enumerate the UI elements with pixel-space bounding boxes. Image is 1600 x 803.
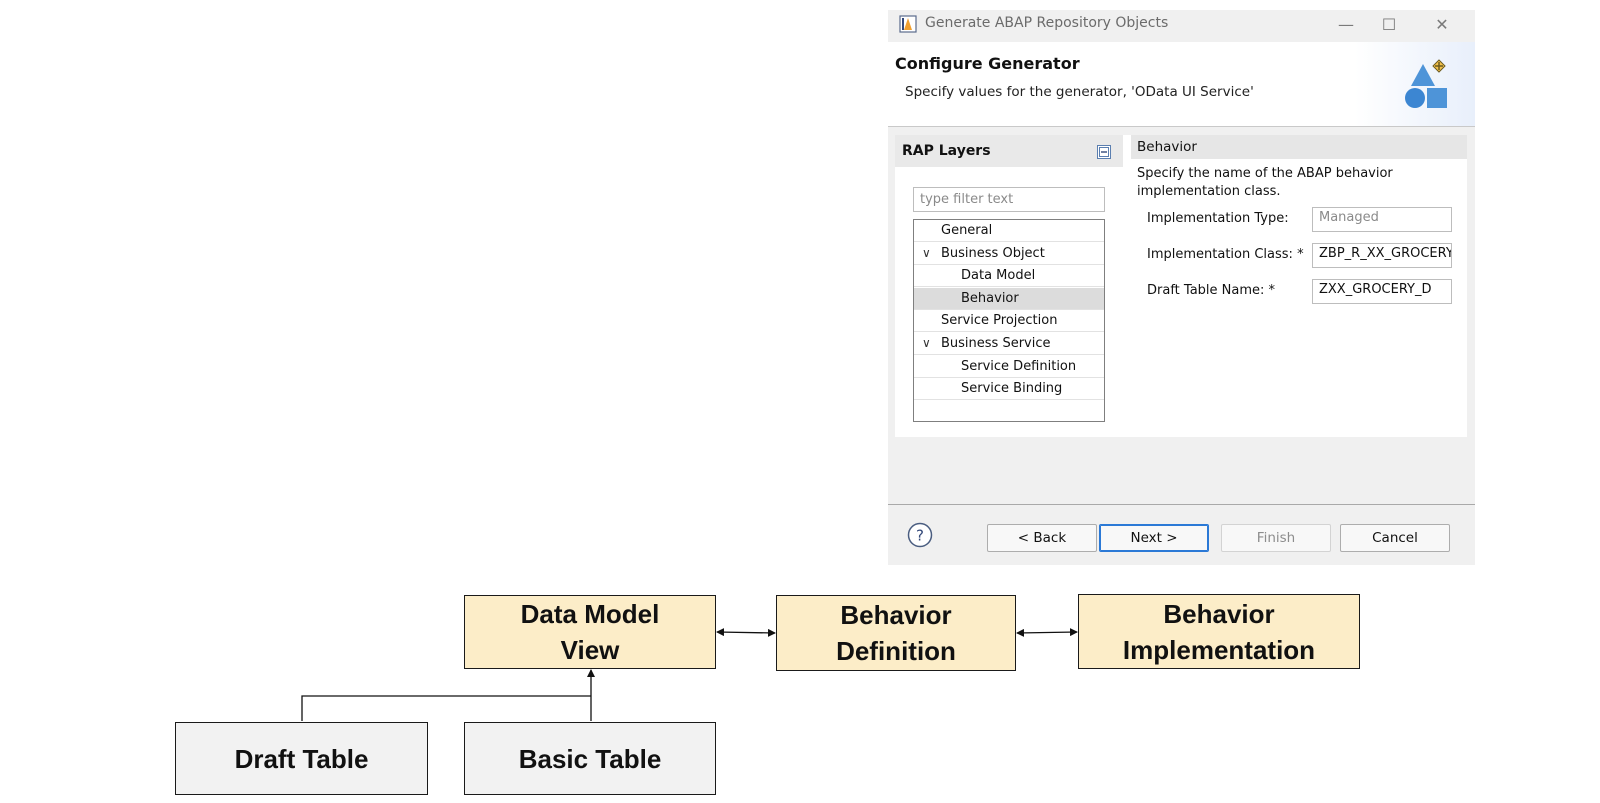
behavior-panel: Behavior Specify the name of the ABAP be… <box>1131 135 1467 437</box>
title-bar: Generate ABAP Repository Objects — ☐ ✕ <box>888 10 1475 42</box>
page-title: Configure Generator <box>895 54 1080 73</box>
behavior-definition-line2: Definition <box>836 636 956 666</box>
tree-item-business-service[interactable]: ∨ Business Service <box>914 333 1104 355</box>
tree-item-label: Data Model <box>961 268 1036 284</box>
implementation-type-label: Implementation Type: <box>1147 211 1289 226</box>
behavior-header: Behavior <box>1131 135 1467 159</box>
implementation-type-field: Managed <box>1312 207 1452 232</box>
close-button[interactable]: ✕ <box>1435 15 1449 34</box>
basic-table-label: Basic Table <box>518 743 662 774</box>
data-model-view-line1: Data Model <box>520 599 660 629</box>
behavior-title: Behavior <box>1137 139 1197 155</box>
eclipse-adt-icon <box>899 15 917 33</box>
implementation-class-label: Implementation Class: * <box>1147 247 1304 262</box>
behavior-implementation-line1: Behavior <box>1163 598 1275 629</box>
tree-item-label: General <box>941 223 993 238</box>
maximize-button[interactable]: ☐ <box>1381 15 1397 34</box>
draft-to-dmv-line <box>301 695 591 721</box>
tree-item-service-binding[interactable]: Service Binding <box>914 378 1104 401</box>
draft-table-name-label: Draft Table Name: * <box>1147 283 1276 298</box>
tree-item-label: Service Binding <box>961 381 1063 397</box>
draft-table-box: Draft Table <box>175 722 428 795</box>
draft-table-label: Draft Table <box>234 743 369 774</box>
back-button[interactable]: < Back <box>987 524 1097 552</box>
finish-button[interactable]: Finish <box>1221 524 1331 552</box>
page-subtitle: Specify values for the generator, 'OData… <box>905 84 1254 100</box>
behavior-implementation-line2: Implementation <box>1122 634 1316 665</box>
tree-item-business-object[interactable]: ∨ Business Object <box>914 243 1104 265</box>
tree-item-label: Business Service <box>941 336 1051 351</box>
tree-item-label: Service Definition <box>961 358 1077 374</box>
chevron-down-icon[interactable]: ∨ <box>922 336 931 350</box>
tree-item-general[interactable]: General <box>914 220 1104 242</box>
implementation-class-field[interactable]: ZBP_R_XX_GROCERY <box>1312 243 1452 268</box>
svg-text:?: ? <box>916 527 924 545</box>
cancel-button[interactable]: Cancel <box>1340 524 1450 552</box>
tree-item-label: Business Object <box>941 245 1045 261</box>
generator-shapes-icon <box>1405 59 1447 108</box>
footer-divider <box>888 504 1475 505</box>
tree-item-behavior[interactable]: Behavior <box>914 287 1104 310</box>
behavior-definition-line1: Behavior <box>840 600 952 630</box>
behavior-description: Specify the name of the ABAP behavior im… <box>1137 166 1393 199</box>
rap-layers-title: RAP Layers <box>902 143 991 159</box>
data-model-view-line2: View <box>560 635 620 665</box>
dmv-bdef-arrow <box>716 628 776 637</box>
wizard-header: Configure Generator Specify values for t… <box>888 42 1475 127</box>
window-title: Generate ABAP Repository Objects <box>925 15 1169 31</box>
tree-item-service-projection[interactable]: Service Projection <box>914 310 1104 333</box>
tree-item-data-model[interactable]: Data Model <box>914 265 1104 288</box>
collapse-all-icon[interactable] <box>1096 144 1112 160</box>
generate-dialog: Generate ABAP Repository Objects — ☐ ✕ C… <box>888 10 1475 565</box>
draft-table-name-field[interactable]: ZXX_GROCERY_D <box>1312 279 1452 304</box>
next-button[interactable]: Next > <box>1099 524 1209 552</box>
tree-item-label: Service Projection <box>941 313 1058 329</box>
chevron-down-icon[interactable]: ∨ <box>922 245 931 260</box>
rap-layers-header: RAP Layers <box>895 135 1123 167</box>
tree-item-service-definition[interactable]: Service Definition <box>914 356 1104 378</box>
help-icon[interactable]: ? <box>907 522 933 548</box>
minimize-button[interactable]: — <box>1338 15 1354 34</box>
tree-item-label: Behavior <box>961 290 1019 306</box>
basic-table-box: Basic Table <box>464 722 716 795</box>
bdef-bimpl-arrow <box>1016 628 1078 637</box>
filter-input[interactable] <box>913 187 1105 212</box>
